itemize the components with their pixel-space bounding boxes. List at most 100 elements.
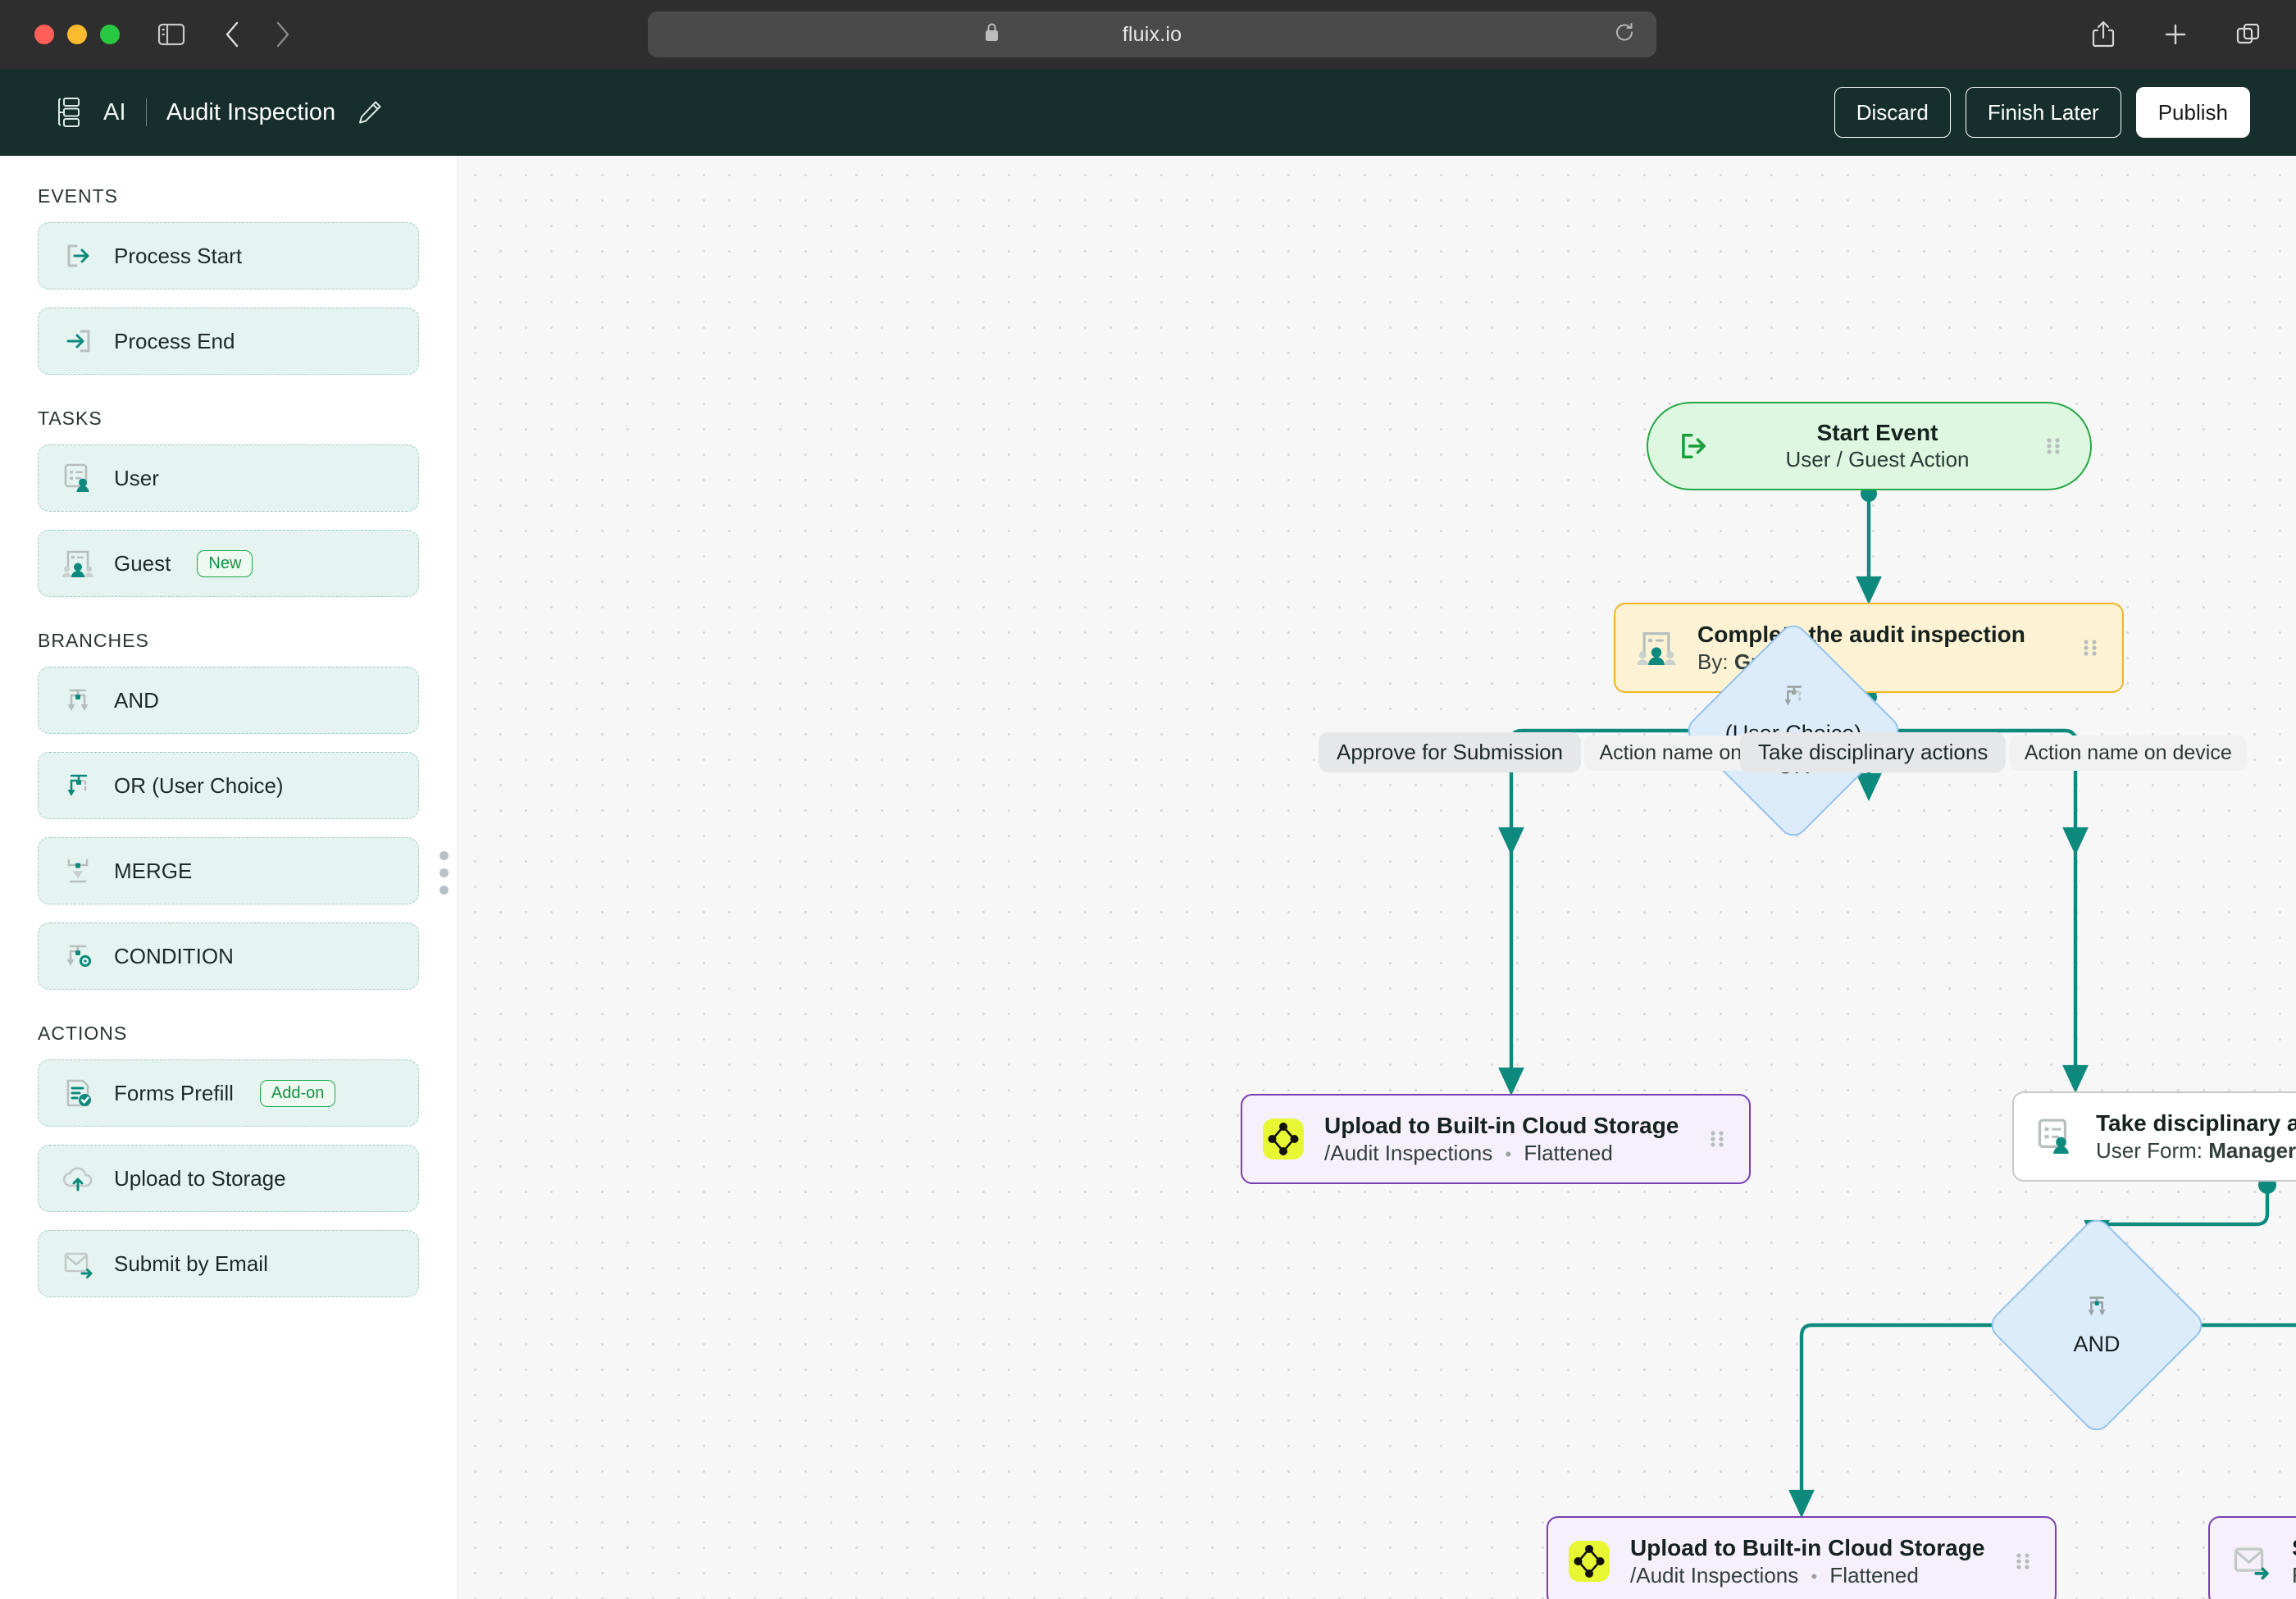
resize-dot	[440, 868, 449, 877]
branch-name: Approve for Submission	[1319, 732, 1582, 772]
browser-actions	[2091, 0, 2262, 69]
palette-item-forms-prefill[interactable]: Forms Prefill Add-on	[38, 1059, 419, 1127]
header-actions: Discard Finish Later Publish	[1834, 69, 2250, 156]
submit-email-icon	[60, 1246, 96, 1282]
finish-later-button[interactable]: Finish Later	[1965, 87, 2121, 138]
status-badge: New	[197, 549, 253, 577]
edge-take-to-and-route	[2094, 1179, 2270, 1237]
share-icon[interactable]	[2091, 20, 2116, 49]
node-subtitle-prefix: User Form:	[2096, 1137, 2203, 1163]
and-branch-icon	[60, 682, 96, 718]
palette-item-label: AND	[114, 687, 159, 713]
guest-task-icon	[60, 545, 96, 581]
node-title: Submit by Email	[2292, 1534, 2296, 1562]
palette-item-guest-task[interactable]: Guest New	[38, 530, 419, 597]
and-branch-icon	[2073, 1290, 2120, 1323]
branch-label-right[interactable]: Take disciplinary actions Action name on…	[1740, 726, 2247, 772]
node-audit-task[interactable]: Complete the audit inspection By: Guest	[1614, 603, 2124, 693]
publish-button[interactable]: Publish	[2135, 87, 2250, 138]
merge-branch-icon	[60, 853, 96, 889]
palette-item-label: MERGE	[114, 858, 193, 883]
drag-grip-icon[interactable]	[2076, 637, 2104, 658]
url-text: fluix.io	[1122, 22, 1182, 46]
node-and-gateway[interactable]: AND	[1985, 1214, 2208, 1437]
or-branch-icon	[1725, 679, 1862, 712]
section-title-tasks: TASKS	[38, 408, 102, 429]
palette-item-label: Process Start	[114, 243, 243, 268]
node-take-disciplinary-actions[interactable]: Take disciplinary actions User Form: Man…	[2012, 1091, 2296, 1182]
palette-item-upload-to-storage[interactable]: Upload to Storage	[38, 1145, 419, 1212]
palette-item-label: Submit by Email	[114, 1250, 268, 1276]
section-title-branches: BRANCHES	[38, 630, 149, 651]
node-upload-left[interactable]: Upload to Built-in Cloud Storage /Audit …	[1241, 1094, 1751, 1184]
edge-and-left	[1788, 1323, 2020, 1519]
process-start-icon	[1671, 428, 1715, 464]
node-subtitle: User Form: Managers	[2096, 1137, 2296, 1164]
node-subtitle-value: Managers	[2208, 1137, 2296, 1163]
resize-dot	[440, 851, 449, 860]
palette-item-condition-branch[interactable]: CONDITION	[38, 922, 419, 990]
addon-badge: Add-on	[259, 1079, 336, 1107]
drag-grip-icon[interactable]	[1703, 1128, 1731, 1150]
palette-item-process-start[interactable]: Process Start	[38, 222, 419, 289]
breadcrumb-separator	[145, 98, 147, 126]
palette-item-and-branch[interactable]: AND	[38, 667, 419, 734]
window-traffic-lights	[34, 25, 120, 44]
breadcrumb: AI Audit Inspection	[54, 97, 383, 128]
discard-button[interactable]: Discard	[1834, 87, 1951, 138]
workflow-canvas[interactable]: Start Event User / Guest Action	[458, 156, 2296, 1599]
workflow-icon	[54, 97, 82, 128]
node-start-event[interactable]: Start Event User / Guest Action	[1647, 402, 2092, 490]
drag-grip-icon[interactable]	[2009, 1551, 2037, 1572]
forward-arrow-icon[interactable]	[274, 20, 292, 48]
address-bar[interactable]: fluix.io	[648, 11, 1656, 57]
node-title: Take disciplinary actions	[2096, 1109, 2296, 1136]
process-end-icon	[60, 323, 96, 359]
palette-item-label: CONDITION	[114, 943, 234, 968]
plus-icon[interactable]	[2163, 22, 2188, 47]
user-task-icon	[2032, 1114, 2078, 1159]
resize-dot	[440, 886, 449, 895]
process-start-icon	[60, 238, 96, 274]
app-header: AI Audit Inspection Discard Finish Later…	[0, 69, 2296, 156]
breadcrumb-parent[interactable]: AI	[103, 98, 126, 125]
gateway-label-bottom: AND	[2073, 1331, 2121, 1356]
maximize-window-button[interactable]	[100, 25, 120, 44]
back-arrow-icon[interactable]	[223, 20, 241, 48]
cloud-storage-icon	[1566, 1538, 1612, 1584]
palette-item-label: User	[114, 465, 159, 490]
section-title-actions: ACTIONS	[38, 1023, 128, 1044]
drag-grip-icon[interactable]	[2039, 435, 2067, 457]
pencil-icon[interactable]	[357, 99, 383, 125]
branch-name: Take disciplinary actions	[1740, 732, 2007, 772]
submit-email-icon	[2228, 1538, 2274, 1584]
palette-item-process-end[interactable]: Process End	[38, 308, 419, 375]
palette-item-submit-by-email[interactable]: Submit by Email	[38, 1230, 419, 1297]
palette-item-or-branch[interactable]: OR (User Choice)	[38, 752, 419, 819]
palette-item-label: Forms Prefill	[114, 1080, 234, 1105]
palette-sidebar: EVENTS Process Start Process End TASKS	[0, 156, 458, 1599]
palette-item-user-task[interactable]: User	[38, 444, 419, 512]
lock-icon	[984, 22, 1000, 47]
tabs-overview-icon[interactable]	[2235, 21, 2262, 48]
node-mode: Flattened	[1524, 1140, 1613, 1165]
reload-icon[interactable]	[1614, 22, 1635, 48]
page-title: Audit Inspection	[166, 98, 336, 125]
sidebar-toggle-icon[interactable]	[157, 22, 185, 47]
node-subtitle: /Audit Inspections • Flattened	[1324, 1140, 1685, 1167]
or-branch-icon	[60, 768, 96, 804]
forms-prefill-icon	[60, 1075, 96, 1111]
minimize-window-button[interactable]	[67, 25, 87, 44]
close-window-button[interactable]	[34, 25, 54, 44]
guest-task-icon	[1633, 625, 1679, 671]
node-path: /Audit Inspections	[1324, 1140, 1493, 1165]
sidebar-resize-handle[interactable]	[440, 851, 449, 895]
browser-navigation	[223, 20, 292, 48]
node-submit-by-email[interactable]: Submit by Email Recipient: 1 • Docs: 1	[2208, 1516, 2296, 1599]
palette-item-label: OR (User Choice)	[114, 772, 284, 798]
node-upload-bottom[interactable]: Upload to Built-in Cloud Storage /Audit …	[1547, 1516, 2057, 1599]
node-mode: Flattened	[1829, 1562, 1919, 1588]
node-subtitle-prefix: By:	[1697, 649, 1729, 674]
palette-item-merge-branch[interactable]: MERGE	[38, 837, 419, 904]
node-title: Start Event	[1816, 420, 1938, 446]
